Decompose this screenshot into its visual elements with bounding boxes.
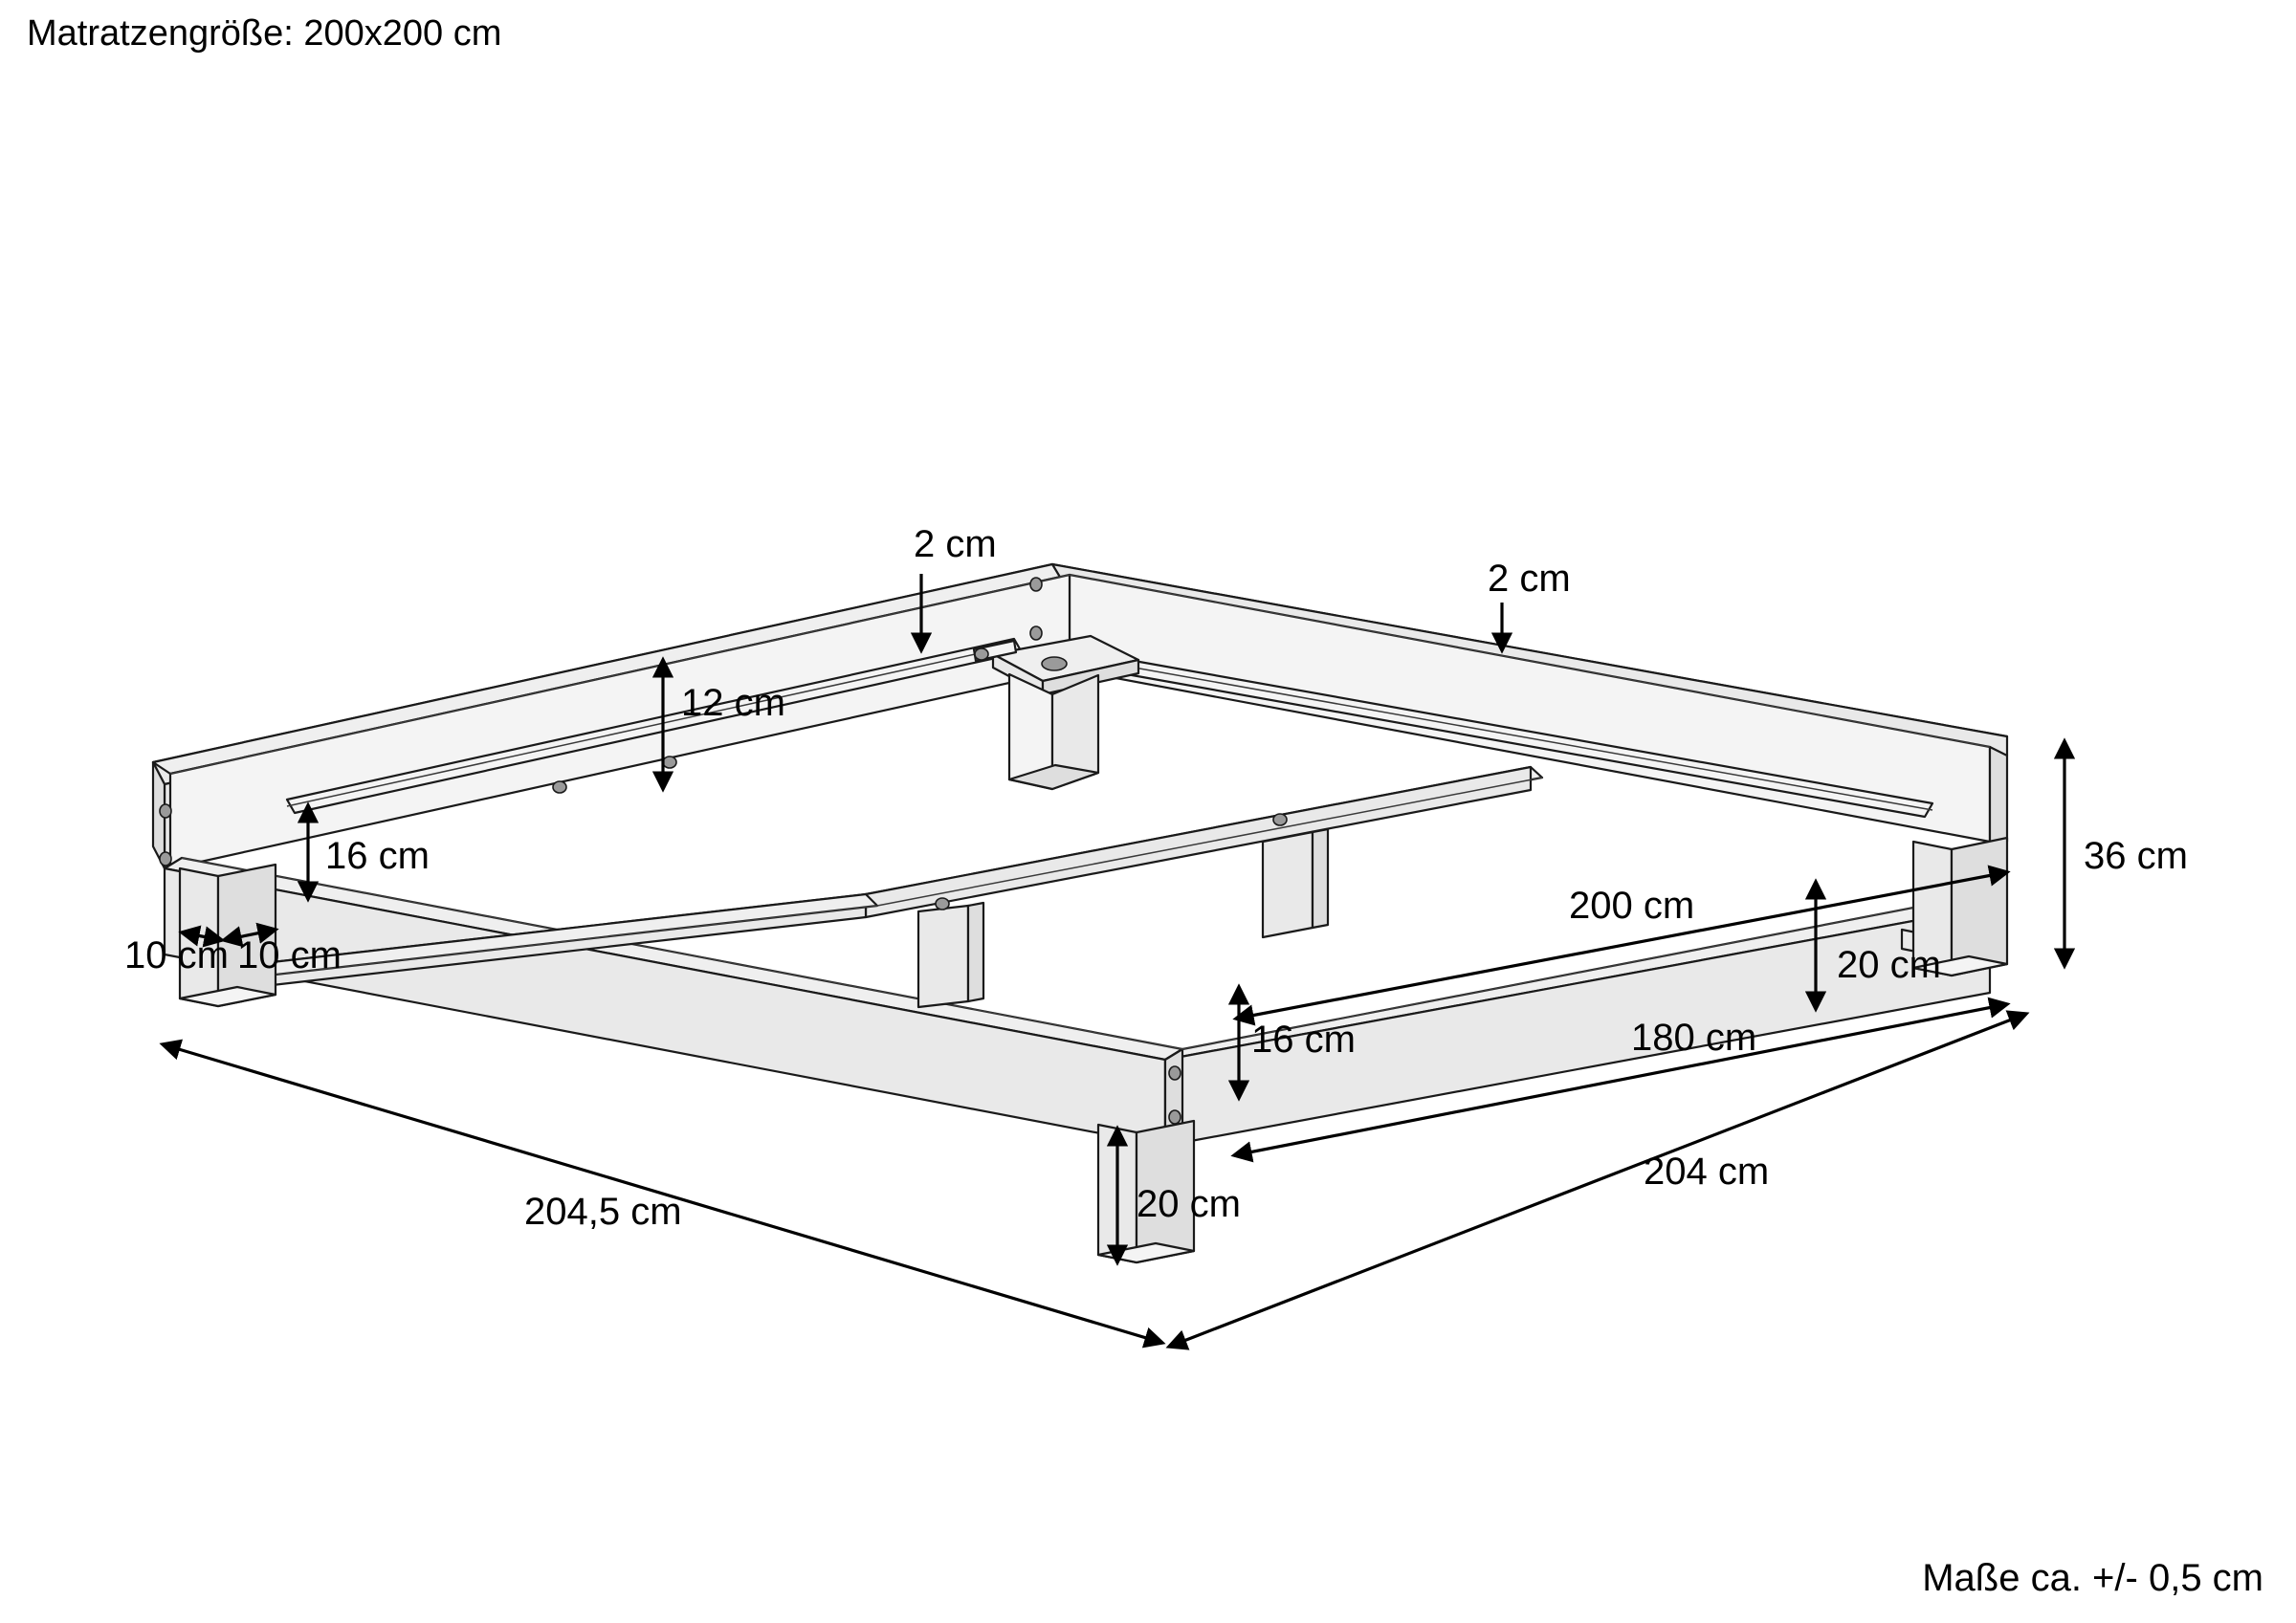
screw-hole-rear-a: [1029, 577, 1043, 592]
tolerance-note: Maße ca. +/- 0,5 cm: [1922, 1557, 2263, 1599]
mattress-size-title: Matratzengröße: 200x200 cm: [27, 13, 502, 54]
front-left-rail-face: [163, 866, 1167, 1148]
rail-edge-line-1: [169, 574, 1071, 775]
center-beam-face: [864, 765, 1533, 919]
rear-left-rail-inner-strip: [168, 573, 1071, 870]
screw-hole-bracket: [974, 647, 989, 661]
label-20cm-right: 20 cm: [1837, 944, 1941, 986]
center-post-bottom: [1007, 763, 1100, 791]
center-support-leg-left-side: [966, 901, 985, 1003]
slat-ledge-line-rear-right: [1128, 666, 1933, 811]
screw-hole-rear-b: [1029, 625, 1043, 641]
arrow-200cm: [1232, 865, 2011, 1026]
center-support-leg-left: [916, 904, 970, 1009]
label-204-5cm: 204,5 cm: [524, 1191, 682, 1233]
leg-right-side: [1950, 836, 2009, 977]
rail-edge-line-2: [1069, 574, 1991, 748]
label-200cm: 200 cm: [1569, 885, 1694, 927]
label-180cm: 180 cm: [1631, 1017, 1756, 1059]
screw-hole-front-b: [1168, 1109, 1181, 1125]
center-support-leg-right-side: [1311, 827, 1330, 930]
label-2cm-left: 2 cm: [914, 523, 997, 565]
screw-hole-left-upper: [159, 803, 172, 819]
screw-hole-beam-left: [552, 780, 567, 794]
screw-hole-beam-mid: [662, 756, 677, 769]
label-2cm-right: 2 cm: [1488, 558, 1571, 600]
dimension-annotations: [159, 574, 2076, 1350]
label-10cm-b: 10 cm: [237, 934, 342, 976]
screw-hole-beam-right: [1272, 813, 1288, 826]
screw-hole-left-lower: [159, 851, 172, 866]
arrow-10cm-b: [220, 922, 279, 948]
label-36cm: 36 cm: [2084, 835, 2188, 877]
dimension-labels: 2 cm 2 cm 12 cm 16 cm 10 cm 10 cm 36 cm …: [124, 523, 2188, 1233]
screw-hole-post-plate: [1041, 656, 1068, 671]
label-10cm-a: 10 cm: [124, 934, 229, 976]
arrow-204cm: [1165, 1010, 2030, 1350]
slat-ledge-line-rear-left: [286, 645, 1015, 807]
screw-hole-front-a: [1168, 1065, 1181, 1081]
label-20cm-front: 20 cm: [1137, 1183, 1241, 1225]
arrow-10cm-a: [178, 925, 226, 948]
center-support-leg-right: [1261, 830, 1314, 939]
label-204cm: 204 cm: [1644, 1151, 1769, 1193]
label-16cm-front: 16 cm: [1251, 1019, 1356, 1061]
rail-edge-line-3: [181, 857, 1183, 1050]
right-end-cap: [1988, 745, 2009, 844]
leg-left-bottom: [178, 985, 277, 1008]
center-beam-edge-line: [250, 777, 1543, 978]
arrow-204-5cm: [159, 1039, 1166, 1349]
screw-hole-center-left: [935, 897, 950, 910]
label-12cm: 12 cm: [681, 682, 785, 724]
label-16cm-left: 16 cm: [325, 835, 430, 877]
